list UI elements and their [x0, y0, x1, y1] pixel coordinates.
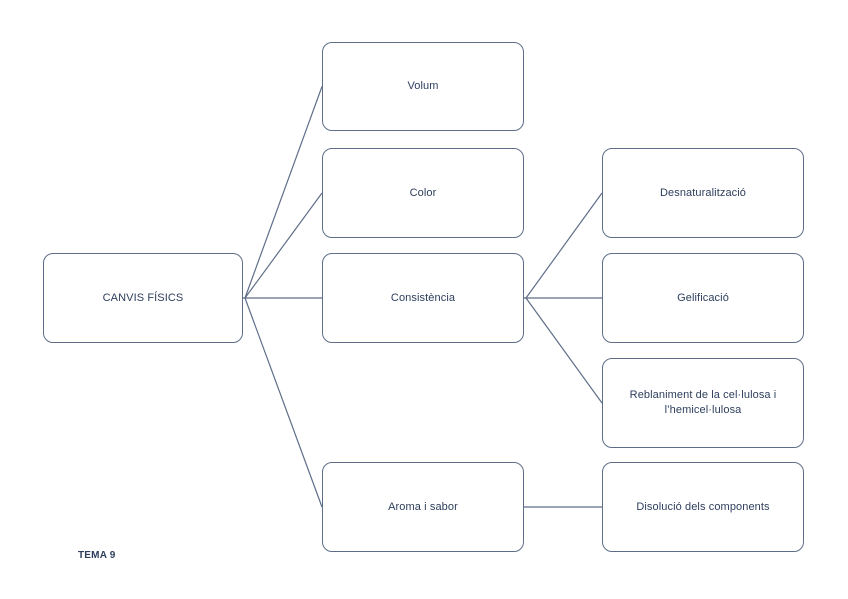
node-label: Reblaniment de la cel·lulosa i l’hemicel… — [629, 389, 777, 416]
connector-root-aroma — [244, 297, 323, 508]
node-disolucio-components[interactable]: Disolució dels components — [602, 462, 804, 552]
connector-consistencia-desnaturalitzacio — [525, 192, 603, 299]
connector-consistencia-reblaniment — [525, 297, 603, 404]
node-reblaniment-cellulosa[interactable]: Reblaniment de la cel·lulosa i l’hemicel… — [602, 358, 804, 448]
node-label: Aroma i sabor — [388, 500, 458, 513]
node-label: Color — [409, 186, 437, 199]
connector-root-volum — [244, 86, 323, 299]
node-gelificacio[interactable]: Gelificació — [602, 253, 804, 343]
node-canvis-fisics[interactable]: CANVIS FÍSICS — [43, 253, 243, 343]
node-label: Disolució dels components — [636, 500, 770, 513]
node-volum[interactable]: Volum — [322, 42, 524, 131]
node-label: Consistència — [390, 291, 456, 304]
node-label: Volum — [407, 80, 439, 93]
node-consistencia[interactable]: Consistència — [322, 253, 524, 343]
node-label: Gelificació — [677, 291, 729, 304]
connector-root-color — [244, 192, 323, 299]
node-label: Desnaturalització — [659, 186, 747, 199]
footer-tema-label: TEMA 9 — [78, 550, 116, 561]
node-color[interactable]: Color — [322, 148, 524, 238]
node-label: CANVIS FÍSICS — [102, 291, 184, 304]
node-aroma-i-sabor[interactable]: Aroma i sabor — [322, 462, 524, 552]
node-desnaturalitzacio[interactable]: Desnaturalització — [602, 148, 804, 238]
